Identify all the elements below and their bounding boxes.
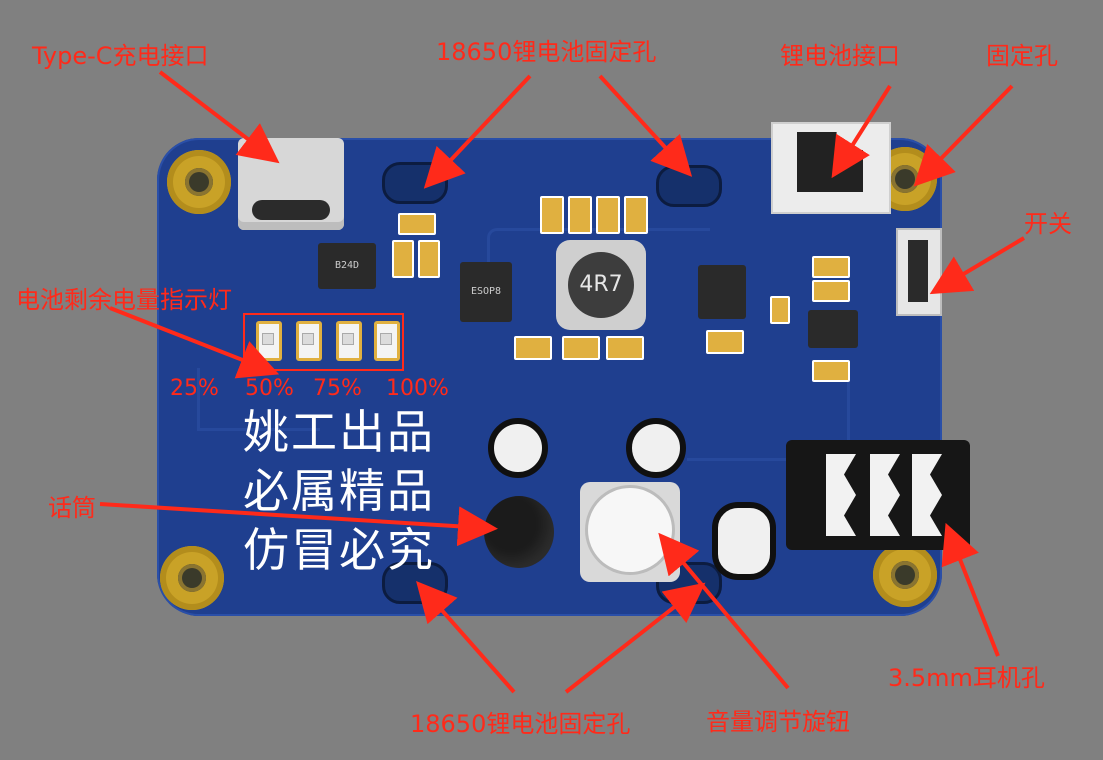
percent-100: 100% — [386, 376, 449, 401]
arrow-indicator — [109, 306, 280, 379]
percent-50: 50% — [245, 376, 294, 401]
arrow-battery-port — [831, 84, 892, 179]
arrow-volume — [658, 532, 790, 690]
smd-component — [812, 360, 850, 382]
ic-chip-esop8: ESOP8 — [460, 262, 512, 322]
pcb-trace — [687, 378, 850, 461]
mounting-hole-bottom-left — [160, 546, 224, 610]
smd-component — [606, 336, 644, 360]
smd-component — [568, 196, 592, 234]
volume-knob — [580, 482, 680, 582]
label-typec: Type-C充电接口 — [32, 42, 209, 70]
label-mic: 话筒 — [48, 494, 96, 522]
volume-knob-cap — [588, 488, 672, 572]
smd-component — [596, 196, 620, 234]
battery-connector — [771, 122, 891, 214]
audio-jack — [786, 440, 970, 550]
smd-component — [392, 240, 414, 278]
arrow-fix-bottom-right — [564, 582, 706, 694]
smd-component — [540, 196, 564, 234]
diode-chip: B24D — [318, 243, 376, 289]
label-switch: 开关 — [1024, 210, 1072, 238]
smd-component — [398, 213, 436, 235]
smd-component — [770, 296, 790, 324]
smd-component — [812, 256, 850, 278]
label-jack: 3.5mm耳机孔 — [888, 664, 1045, 692]
smd-component — [562, 336, 600, 360]
arrow-switch — [929, 236, 1026, 295]
slogan-line-3: 仿冒必究 — [243, 523, 435, 577]
ic-label: ESOP8 — [470, 286, 502, 297]
diode-label: B24D — [334, 260, 360, 271]
smd-component — [514, 336, 552, 360]
arrow-jack — [941, 522, 1000, 657]
led-75 — [336, 321, 362, 361]
ic-chip-right — [698, 265, 746, 319]
label-fix-top: 18650锂电池固定孔 — [436, 38, 657, 66]
slogan-line-2: 必属精品 — [243, 464, 435, 518]
power-switch — [896, 228, 942, 316]
transistor-chip — [808, 310, 858, 348]
led-50 — [296, 321, 322, 361]
capacitor — [712, 502, 776, 580]
slogan-line-1: 姚工出品 — [243, 405, 435, 459]
mounting-hole-top-left — [167, 150, 231, 214]
capacitor — [626, 418, 686, 478]
inductor: 4R7 — [556, 240, 646, 330]
arrow-fix-top-left — [423, 74, 532, 189]
label-battery-port: 锂电池接口 — [780, 42, 900, 70]
led-100 — [374, 321, 400, 361]
percent-75: 75% — [313, 376, 362, 401]
mounting-hole-bottom-right — [873, 543, 937, 607]
capacitor — [488, 418, 548, 478]
smd-component — [812, 280, 850, 302]
arrow-typec — [158, 70, 280, 164]
label-fix-bottom: 18650锂电池固定孔 — [410, 710, 631, 738]
arrow-fix-top-right — [598, 74, 693, 177]
label-fix-hole: 固定孔 — [986, 42, 1058, 70]
pcb-trace — [197, 368, 320, 431]
smd-component — [418, 240, 440, 278]
label-volume: 音量调节旋钮 — [706, 708, 850, 736]
arrow-fix-hole — [913, 84, 1014, 187]
inductor-core: 4R7 — [568, 252, 634, 318]
label-indicator: 电池剩余电量指示灯 — [16, 286, 232, 314]
arrow-fix-bottom-left — [416, 581, 516, 694]
percent-25: 25% — [170, 376, 219, 401]
smd-component — [624, 196, 648, 234]
arrow-mic — [99, 502, 498, 547]
smd-component — [706, 330, 744, 354]
